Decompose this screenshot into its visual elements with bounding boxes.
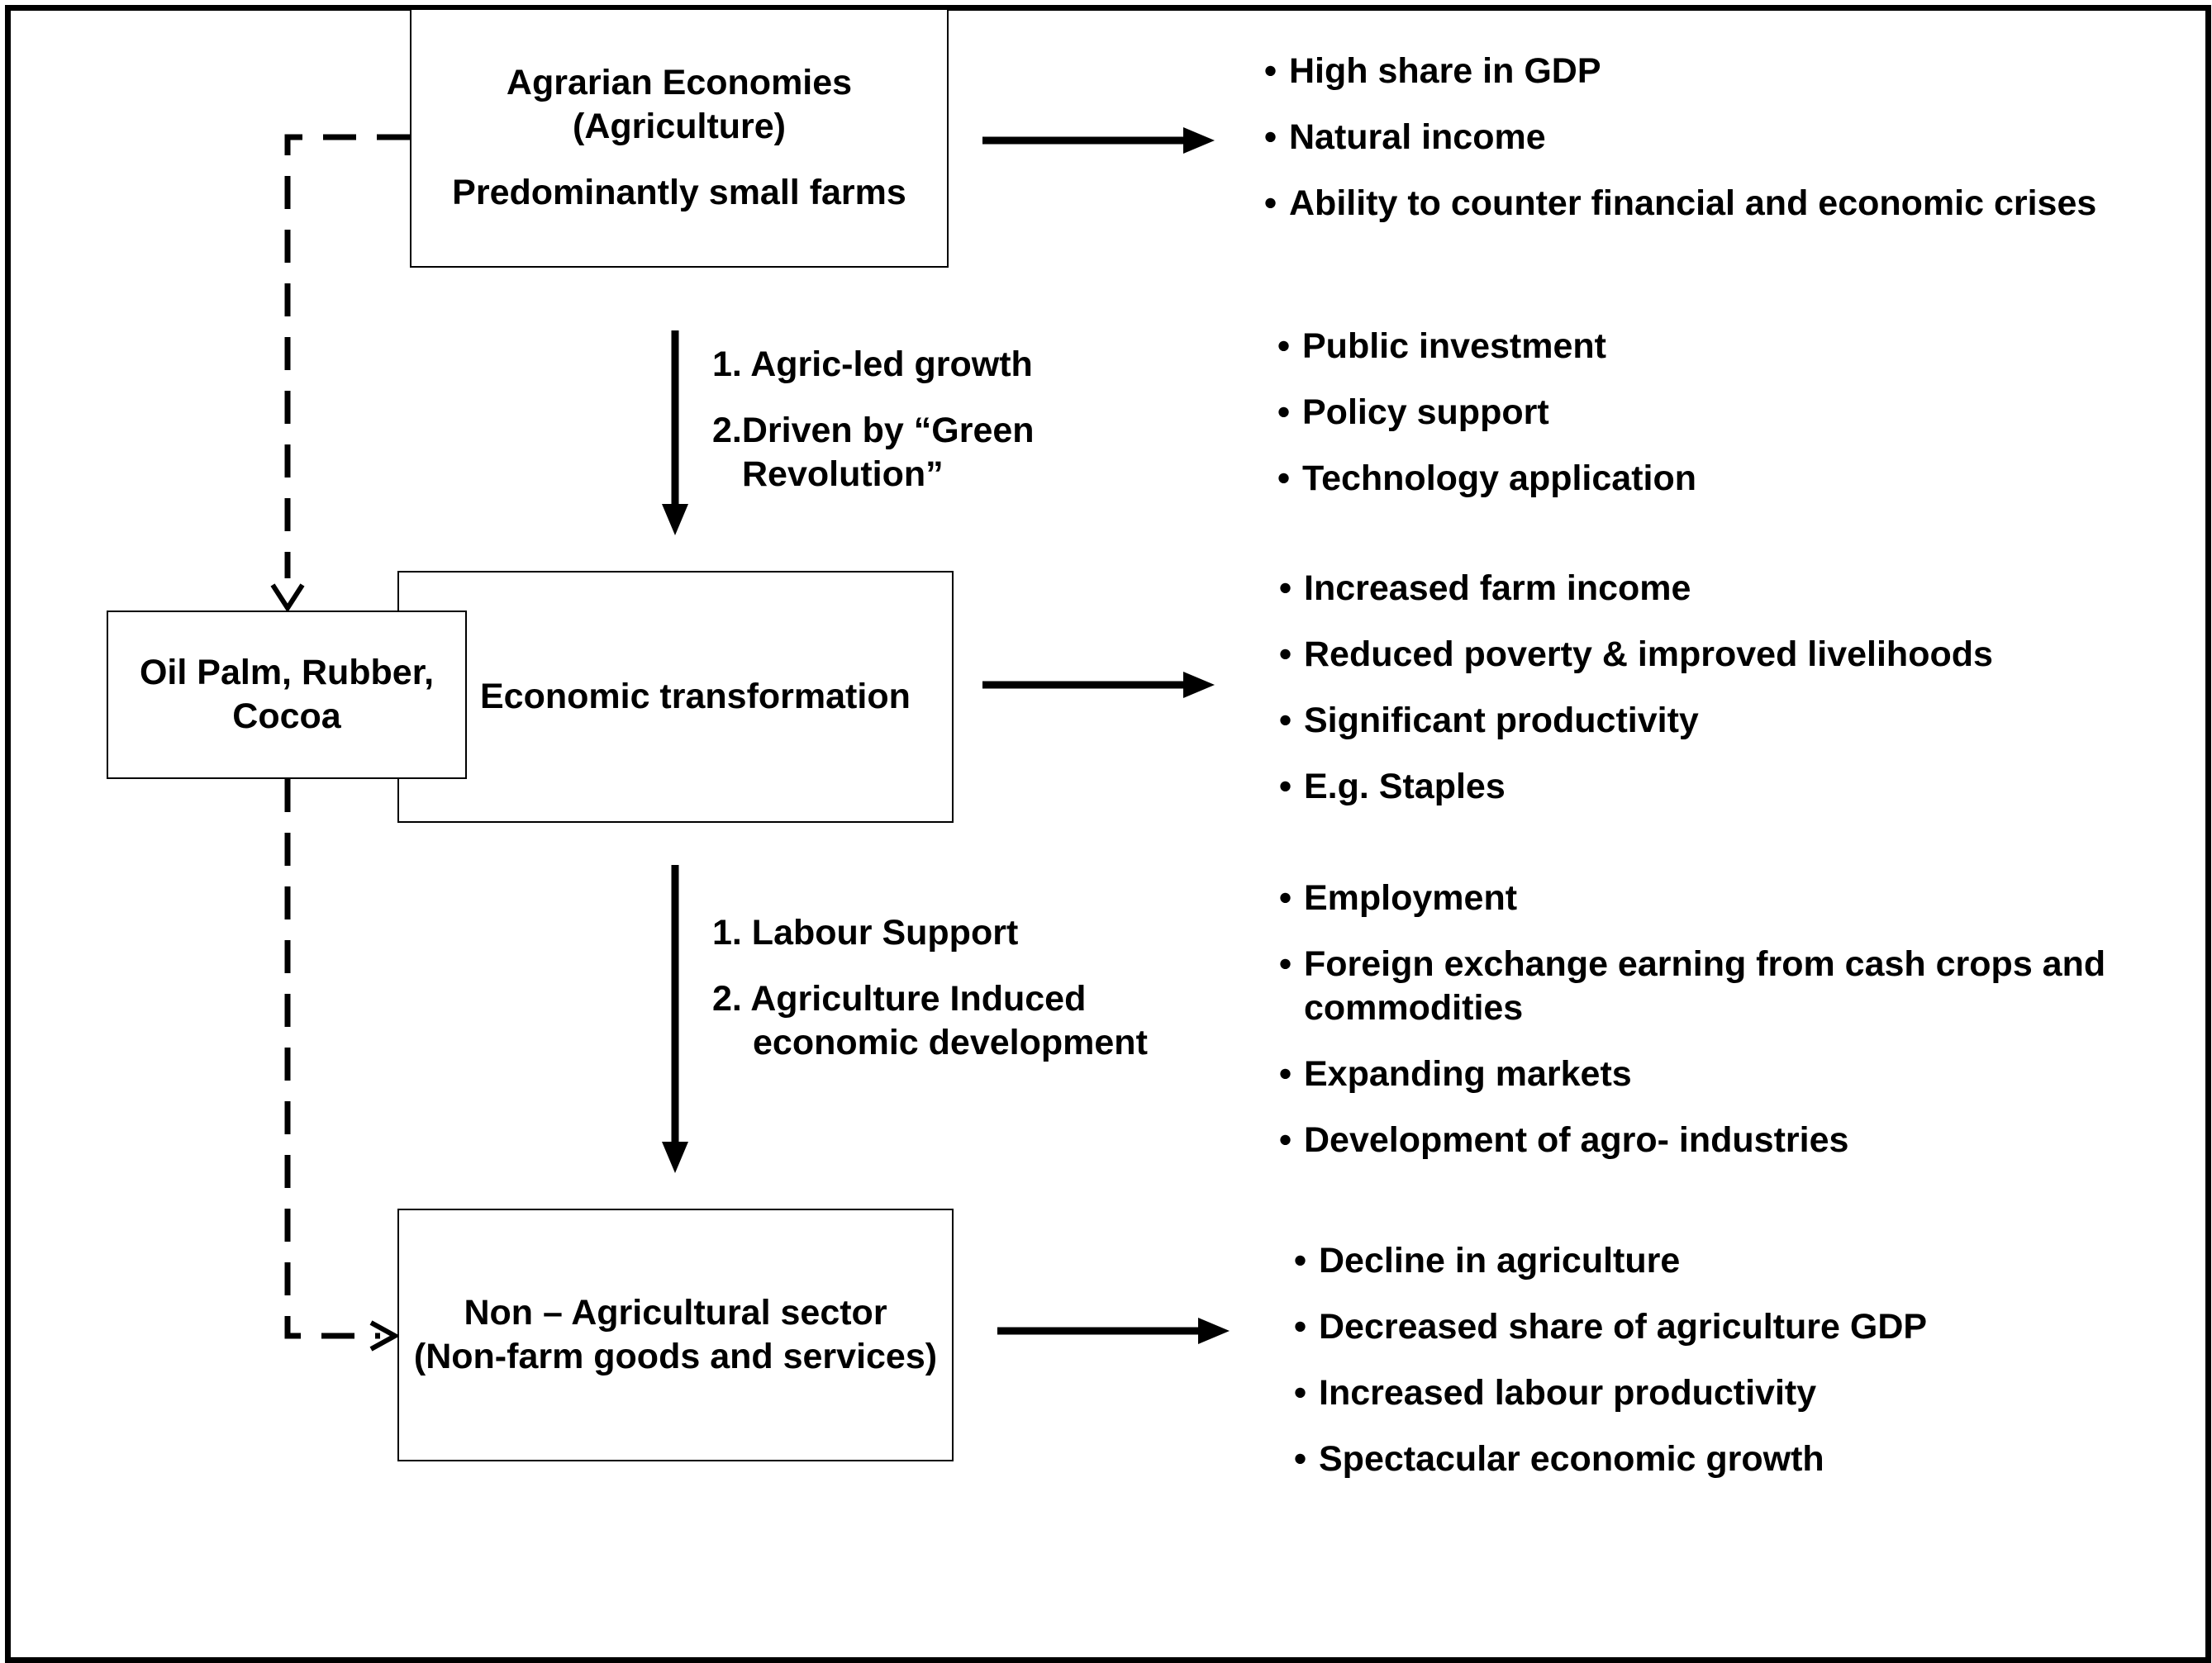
transition-first-item2a: 2.Driven by “Green bbox=[712, 411, 1035, 450]
bullet-icon: • bbox=[1279, 568, 1292, 608]
list-item: •Development of agro- industries bbox=[1279, 1119, 2172, 1162]
transformation-outcomes-list: •Increased farm income •Reduced poverty … bbox=[1279, 567, 2172, 831]
list-item: •Significant productivity bbox=[1279, 699, 2172, 743]
agrarian-outcomes-list: •High share in GDP •Natural income •Abil… bbox=[1264, 50, 2173, 248]
list-item: •E.g. Staples bbox=[1279, 765, 2172, 809]
transformation-label: Economic transformation bbox=[480, 677, 911, 716]
list-item: •Spectacular economic growth bbox=[1294, 1437, 2170, 1481]
transition-label-first: 1. Agric-led growth 2.Driven by “Green R… bbox=[712, 343, 1035, 497]
cash-crops-line2: Cocoa bbox=[232, 696, 341, 736]
list-item: •Policy support bbox=[1277, 391, 2170, 435]
list-item: •Increased labour productivity bbox=[1294, 1371, 2170, 1415]
list-item: •Foreign exchange earning from cash crop… bbox=[1279, 943, 2172, 1030]
dashed-cashcrops-to-nonagri bbox=[284, 779, 380, 1339]
agrarian-title: Agrarian Economies bbox=[506, 63, 853, 102]
non-agri-subtitle: (Non-farm goods and services) bbox=[413, 1337, 938, 1376]
bullet-icon: • bbox=[1279, 701, 1292, 740]
non-agri-title: Non – Agricultural sector bbox=[464, 1293, 887, 1333]
arrowhead-agrarian-outcomes bbox=[1183, 127, 1215, 154]
transition-first-item2b: Revolution” bbox=[742, 454, 944, 494]
transition-label-second: 1. Labour Support 2. Agriculture Induced… bbox=[712, 911, 1148, 1065]
bullet-icon: • bbox=[1279, 944, 1292, 984]
list-item: •High share in GDP bbox=[1264, 50, 2173, 93]
bullet-icon: • bbox=[1277, 459, 1291, 498]
bullet-icon: • bbox=[1279, 878, 1292, 918]
list-item: •Decreased share of agriculture GDP bbox=[1294, 1305, 2170, 1349]
cash-crops-line1: Oil Palm, Rubber, bbox=[139, 653, 435, 692]
list-item: •Employment bbox=[1279, 877, 2172, 920]
bullet-icon: • bbox=[1277, 326, 1291, 366]
dashed-agrarian-to-cashcrops bbox=[284, 134, 410, 578]
development-drivers-list: •Employment •Foreign exchange earning fr… bbox=[1279, 877, 2172, 1185]
bullet-icon: • bbox=[1279, 1120, 1292, 1160]
non-agricultural-sector-box: Non – Agricultural sector (Non-farm good… bbox=[397, 1209, 954, 1461]
bullet-icon: • bbox=[1294, 1373, 1307, 1413]
list-item: •Natural income bbox=[1264, 116, 2173, 159]
bullet-icon: • bbox=[1264, 183, 1277, 223]
list-item: •Expanding markets bbox=[1279, 1052, 2172, 1096]
list-item: •Ability to counter financial and econom… bbox=[1264, 182, 2173, 226]
list-item: •Increased farm income bbox=[1279, 567, 2172, 611]
bullet-icon: • bbox=[1294, 1307, 1307, 1347]
economic-transformation-box: Economic transformation bbox=[397, 571, 954, 823]
agrarian-description: Predominantly small farms bbox=[452, 173, 906, 212]
non-agri-outcomes-list: •Decline in agriculture •Decreased share… bbox=[1294, 1239, 2170, 1504]
list-item: •Decline in agriculture bbox=[1294, 1239, 2170, 1283]
agrarian-economies-box: Agrarian Economies (Agriculture) Predomi… bbox=[410, 8, 949, 268]
diagram-frame bbox=[5, 5, 2211, 1663]
arrowhead-agrarian-to-transformation bbox=[662, 504, 688, 535]
arrowhead-transformation-outcomes bbox=[1183, 672, 1215, 698]
bullet-icon: • bbox=[1277, 392, 1291, 432]
bullet-icon: • bbox=[1279, 1054, 1292, 1094]
cash-crops-box: Oil Palm, Rubber, Cocoa bbox=[107, 611, 467, 779]
bullet-icon: • bbox=[1294, 1439, 1307, 1479]
list-item: •Reduced poverty & improved livelihoods bbox=[1279, 633, 2172, 677]
dashed-arrowhead-cashcrops bbox=[270, 583, 305, 613]
dashed-arrowhead-nonagri bbox=[369, 1320, 401, 1352]
bullet-icon: • bbox=[1279, 634, 1292, 674]
agrarian-subtitle: (Agriculture) bbox=[573, 107, 786, 146]
transition-second-item2a: 2. Agriculture Induced bbox=[712, 979, 1087, 1019]
growth-drivers-list: •Public investment •Policy support •Tech… bbox=[1277, 325, 2170, 523]
bullet-icon: • bbox=[1264, 51, 1277, 91]
list-item: •Technology application bbox=[1277, 457, 2170, 501]
bullet-icon: • bbox=[1264, 117, 1277, 157]
arrowhead-transformation-to-nonagri bbox=[662, 1142, 688, 1173]
arrowhead-nonagri-outcomes bbox=[1198, 1318, 1230, 1344]
transition-second-item2b: economic development bbox=[753, 1023, 1148, 1062]
bullet-icon: • bbox=[1294, 1241, 1307, 1281]
transition-first-item1: 1. Agric-led growth bbox=[712, 344, 1033, 384]
list-item: •Public investment bbox=[1277, 325, 2170, 368]
bullet-icon: • bbox=[1279, 767, 1292, 806]
transition-second-item1: 1. Labour Support bbox=[712, 913, 1019, 953]
